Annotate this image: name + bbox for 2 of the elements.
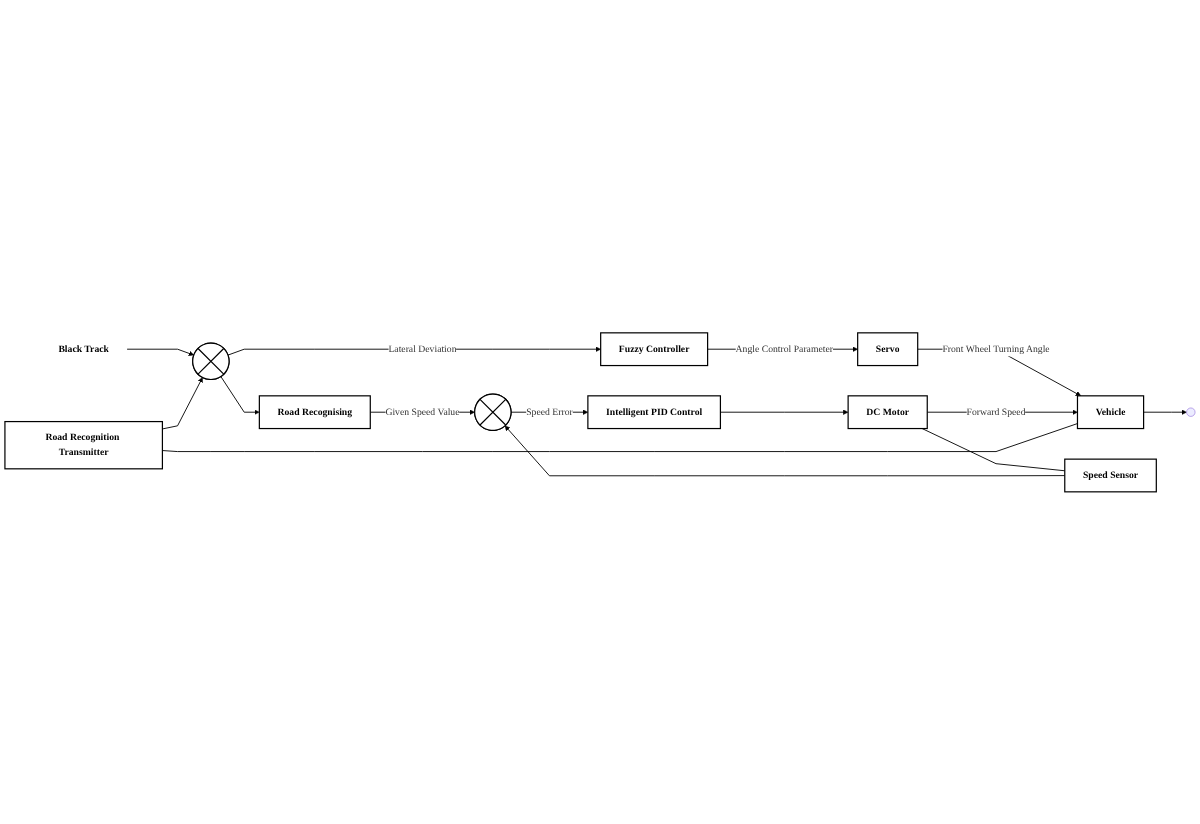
connector xyxy=(921,427,1066,471)
connector xyxy=(161,422,1078,452)
